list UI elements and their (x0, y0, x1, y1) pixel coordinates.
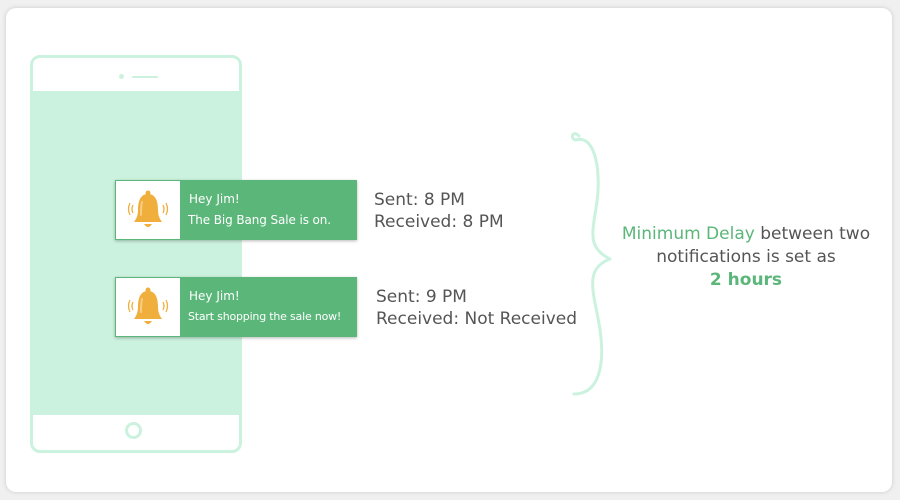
notification-body: Start shopping the sale now! (188, 310, 342, 323)
explanation-highlight: Minimum Delay (621, 224, 755, 244)
phone-screen (33, 91, 239, 415)
received-time: Received: 8 PM (374, 212, 504, 232)
notification-icon-box (116, 181, 180, 239)
notification-title: Hey Jim! (189, 289, 240, 303)
sent-time: Sent: 8 PM (374, 190, 465, 210)
notification-icon-box (116, 278, 180, 336)
delay-value: 2 hours (709, 270, 783, 290)
phone-illustration (30, 55, 242, 453)
explanation-text: between two notifications is set as (656, 224, 871, 267)
notification-title: Hey Jim! (189, 192, 240, 206)
notification-status: Sent: 9 PM Received: Not Received (376, 286, 577, 330)
bell-icon (127, 190, 169, 227)
notification-card: Hey Jim! The Big Bang Sale is on. (115, 180, 357, 240)
delay-explanation: Minimum Delay between two notifications … (618, 223, 874, 292)
sent-time: Sent: 9 PM (376, 287, 467, 307)
phone-speaker (132, 76, 158, 78)
notification-card: Hey Jim! Start shopping the sale now! (115, 277, 357, 337)
notification-status: Sent: 8 PM Received: 8 PM (374, 189, 504, 233)
curly-brace (570, 132, 612, 396)
phone-camera-dot (119, 74, 124, 79)
phone-home-button (125, 422, 142, 439)
received-time: Received: Not Received (376, 309, 578, 329)
notification-body: The Big Bang Sale is on. (188, 213, 332, 227)
bell-icon (127, 287, 169, 324)
